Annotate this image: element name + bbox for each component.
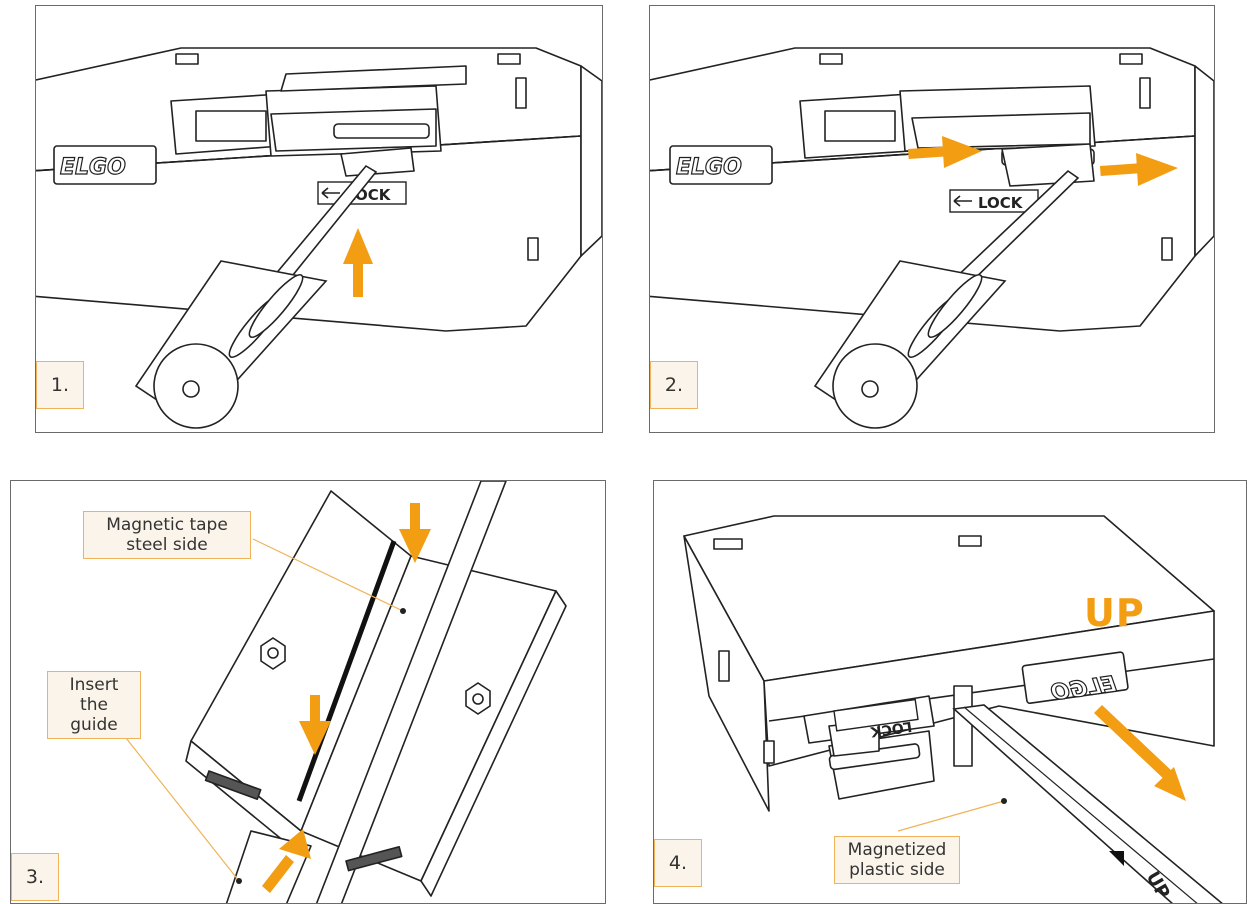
elgo-logo: [53, 145, 157, 185]
lock-label-box: LOCK: [949, 189, 1039, 213]
magnetic-tape: [315, 481, 507, 903]
tape-up-arrow-icon: [1109, 851, 1124, 866]
up-arrow-bottom: [262, 829, 311, 893]
step-2-illustration: ELGO LOCK: [650, 47, 1214, 429]
elgo-logo: [669, 145, 773, 185]
callout-magnetized-plastic: Magnetized plastic side: [834, 836, 960, 884]
up-direction-label: UP: [1084, 591, 1145, 635]
callout-magnetic-tape: Magnetic tape steel side: [83, 511, 251, 559]
lock-label: LOCK: [868, 718, 912, 740]
callout-line: guide: [70, 715, 118, 735]
down-arrow-middle: [299, 695, 331, 755]
step-number: 3.: [11, 853, 59, 901]
callout-line: steel side: [126, 535, 208, 555]
step-number: 4.: [654, 839, 702, 887]
callout-line: Magnetized: [847, 840, 947, 860]
down-right-arrow: [1094, 705, 1186, 801]
callout-line: Magnetic tape: [106, 515, 228, 535]
down-arrow-top: [399, 503, 431, 563]
elgo-logo-mirrored: [1021, 651, 1129, 705]
step-number: 2.: [650, 361, 698, 409]
elgo-logo-text: ELGO: [60, 155, 126, 180]
elgo-logo-text: ELGO: [676, 155, 742, 180]
step-4-panel: ELGO LOCK UP UP Magnetized plastic side …: [653, 480, 1247, 904]
callout-insert-guide: Insert the guide: [47, 671, 141, 739]
screwdriver: [813, 169, 1080, 429]
lock-label: LOCK: [978, 194, 1024, 212]
right-arrow-2: [1100, 153, 1178, 186]
step-number: 1.: [36, 361, 84, 409]
step-1-panel: ELGO LOCK 1.: [35, 5, 603, 433]
step-3-illustration: [110, 481, 567, 903]
callout-line: Insert the: [69, 675, 119, 715]
callout-line: plastic side: [849, 860, 945, 880]
step-2-panel: ELGO LOCK 2.: [649, 5, 1215, 433]
step-3-panel: Magnetic tape steel side Insert the guid…: [10, 480, 606, 904]
lock-clip: [340, 147, 415, 177]
screwdriver: [134, 164, 378, 429]
lock-clip: [1001, 143, 1095, 187]
right-arrow-1: [908, 136, 982, 168]
lock-label-box-mirrored: LOCK: [833, 698, 919, 740]
step-4-illustration: ELGO LOCK UP: [683, 515, 1223, 903]
step-1-illustration: ELGO LOCK: [36, 47, 602, 429]
up-arrow: [343, 228, 373, 297]
